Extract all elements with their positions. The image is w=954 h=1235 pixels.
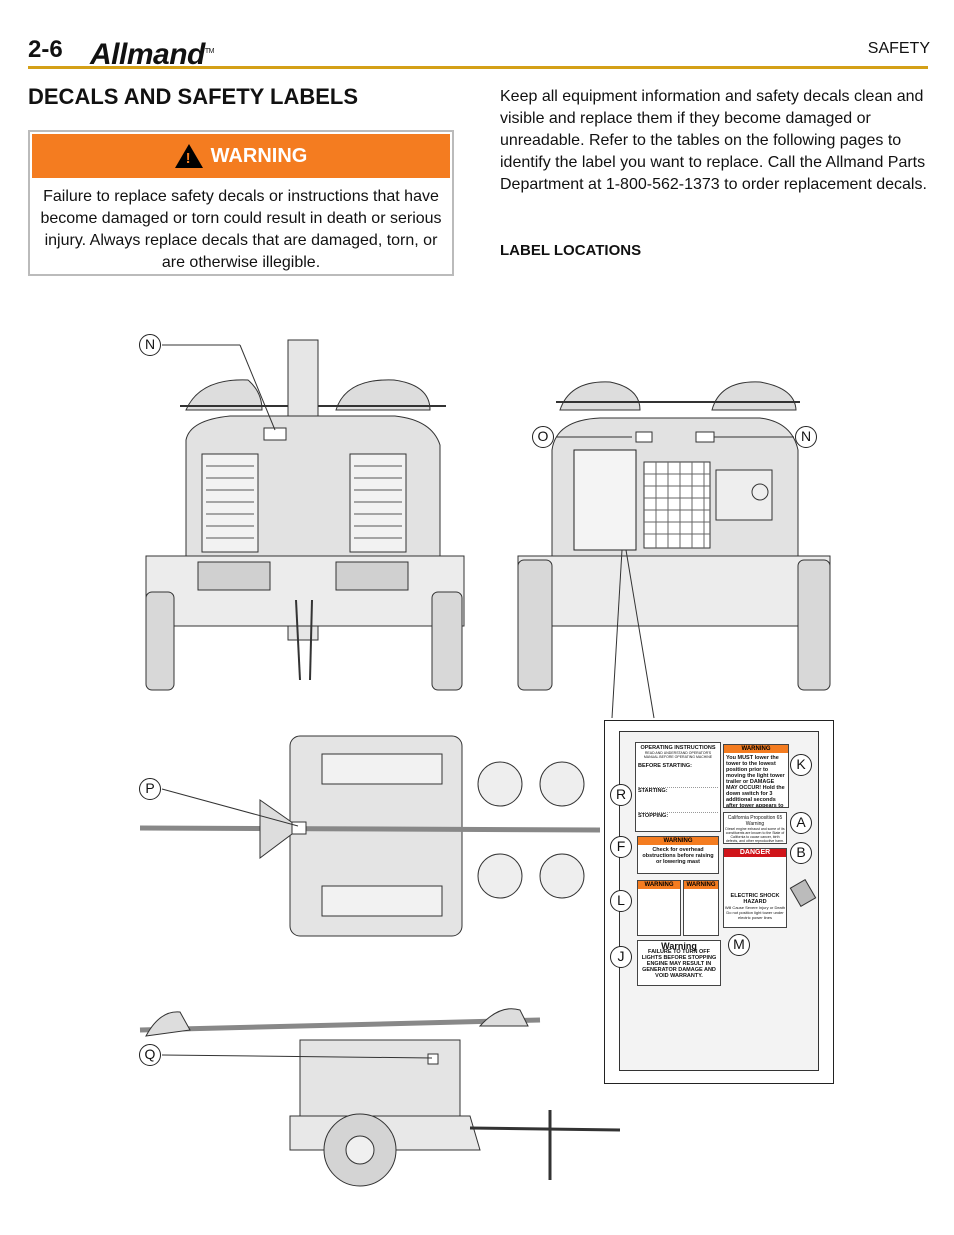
top-view-drawing bbox=[139, 735, 601, 937]
callout-n-front: N bbox=[139, 334, 161, 356]
brand-logo: AllmandTM bbox=[90, 38, 214, 72]
callout-m: M bbox=[728, 934, 750, 956]
warning-k-text: You MUST lower the tower to the lowest p… bbox=[726, 755, 785, 808]
front-view-drawing bbox=[145, 339, 465, 691]
danger-b-text: Will Cause Severe Injury or Death bbox=[724, 905, 786, 910]
trademark: TM bbox=[204, 48, 215, 55]
callout-j: J bbox=[610, 946, 632, 968]
section-title: SAFETY bbox=[867, 40, 930, 57]
decal-operating-instructions: OPERATING INSTRUCTIONS READ AND UNDERSTA… bbox=[635, 742, 721, 832]
decal-panel: OPERATING INSTRUCTIONS READ AND UNDERSTA… bbox=[604, 720, 834, 1084]
decal-warning-f: WARNING Check for overhead obstructions … bbox=[637, 836, 719, 874]
california-text: Diesel engine exhaust and some of its co… bbox=[725, 827, 785, 843]
warning-l2-label: WARNING bbox=[684, 881, 718, 889]
operating-stopping: STOPPING: bbox=[638, 813, 669, 819]
danger-b-text2: Do not position light tower under electr… bbox=[726, 910, 784, 920]
callout-l: L bbox=[610, 890, 632, 912]
callout-a: A bbox=[790, 812, 812, 834]
operating-title: OPERATING INSTRUCTIONS bbox=[640, 745, 716, 751]
page-heading: DECALS AND SAFETY LABELS bbox=[28, 84, 359, 109]
danger-b-title: ELECTRIC SHOCK HAZARD bbox=[730, 893, 780, 905]
warning-triangle-icon: ! bbox=[174, 144, 203, 168]
callout-p: P bbox=[139, 778, 161, 800]
decal-warning-k: WARNING You MUST lower the tower to the … bbox=[723, 744, 789, 808]
decal-warning-l1: WARNING bbox=[637, 880, 681, 936]
danger-b-label: DANGER bbox=[724, 849, 786, 857]
warning-f-label: WARNING bbox=[638, 837, 718, 845]
brand-name: Allmand bbox=[90, 38, 205, 71]
callout-q: Q bbox=[139, 1044, 161, 1066]
california-title: California Proposition 65 Warning bbox=[727, 815, 783, 827]
decal-danger-b: DANGER ELECTRIC SHOCK HAZARD Will Cause … bbox=[723, 848, 787, 928]
operating-before: BEFORE STARTING: bbox=[638, 763, 692, 769]
callout-f: F bbox=[610, 836, 632, 858]
label-locations-heading: LABEL LOCATIONS bbox=[500, 242, 642, 259]
callout-b: B bbox=[790, 842, 812, 864]
header-rule bbox=[28, 66, 928, 69]
rear-view-drawing bbox=[517, 381, 831, 719]
side-view-drawing bbox=[139, 1008, 621, 1187]
warning-banner: ! WARNING bbox=[32, 134, 450, 178]
callout-k: K bbox=[790, 754, 812, 776]
callout-o: O bbox=[532, 426, 554, 448]
warning-k-label: WARNING bbox=[724, 745, 788, 753]
decal-warning-j: Warning FAILURE TO TURN OFF LIGHTS BEFOR… bbox=[637, 940, 721, 986]
warning-j-text: FAILURE TO TURN OFF LIGHTS BEFORE STOPPI… bbox=[641, 949, 717, 979]
warning-l1-label: WARNING bbox=[638, 881, 680, 889]
decal-california-prop65: California Proposition 65 Warning Diesel… bbox=[723, 812, 787, 844]
decal-panel-door: OPERATING INSTRUCTIONS READ AND UNDERSTA… bbox=[619, 731, 819, 1071]
page-number: 2-6 bbox=[28, 36, 63, 63]
callout-n-rear: N bbox=[795, 426, 817, 448]
warning-box: ! WARNING Failure to replace safety deca… bbox=[28, 130, 454, 276]
operating-starting: STARTING: bbox=[638, 788, 668, 794]
warning-f-text: Check for overhead obstructions before r… bbox=[642, 847, 714, 865]
door-handle bbox=[789, 878, 817, 908]
warning-j-label: Warning bbox=[661, 941, 697, 951]
callout-r: R bbox=[610, 784, 632, 806]
warning-label: WARNING bbox=[210, 144, 308, 167]
operating-sub: READ AND UNDERSTAND OPERATOR'S MANUAL BE… bbox=[643, 751, 713, 759]
warning-text: Failure to replace safety decals or inst… bbox=[40, 188, 442, 271]
decal-warning-l2: WARNING bbox=[683, 880, 719, 936]
intro-paragraph: Keep all equipment information and safet… bbox=[500, 88, 927, 193]
